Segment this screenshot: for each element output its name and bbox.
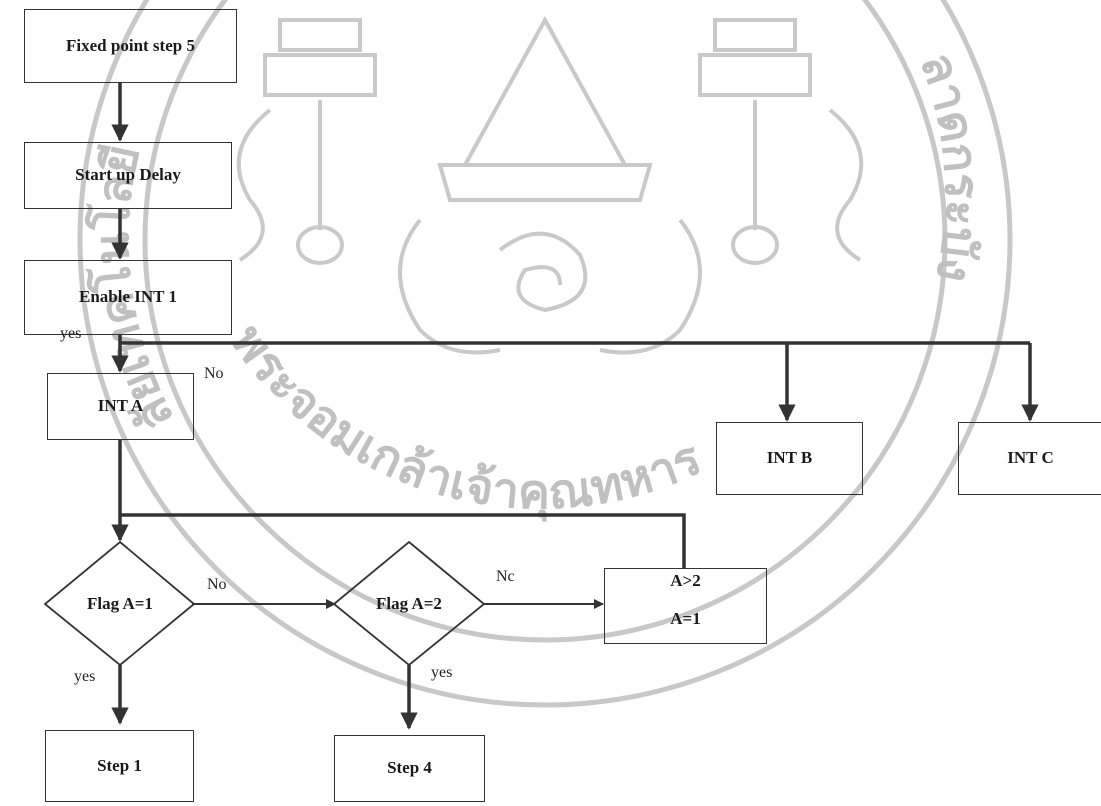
fixed-point-step-box: Fixed point step 5 (24, 9, 237, 83)
flag-a2-diamond (332, 540, 486, 667)
int-a-box: INT A (47, 373, 194, 440)
seal-outer-ring (77, 0, 1013, 708)
int-c-box: INT C (958, 422, 1101, 495)
step4-box: Step 4 (334, 735, 485, 802)
seal-crown-base (437, 163, 653, 202)
flag-a1-label: Flag A=1 (87, 594, 153, 613)
seal-right-scroll (828, 108, 864, 262)
enable-int1-box: Enable INT 1 (24, 260, 232, 335)
yes-label-flag1: yes (74, 668, 96, 685)
seal-emblem-glyph (498, 231, 588, 313)
yes-label-flag2: yes (431, 664, 453, 681)
step1-box: Step 1 (45, 730, 194, 802)
a-gt-2-label: A>2 (670, 571, 701, 590)
a-eq-1-label: A=1 (670, 608, 701, 628)
seal-left-naga (398, 218, 501, 355)
flag-a1-diamond (43, 540, 196, 667)
seal-inner-ring (142, 0, 948, 643)
seal-left-scroll (236, 108, 272, 262)
seal-left-tier-mid (263, 53, 377, 97)
yes-label-enable: yes (60, 325, 82, 342)
seal-right-tier-top (713, 18, 797, 52)
int-b-box: INT B (716, 422, 863, 495)
seal-left-tier-top (278, 18, 362, 52)
no-label-flag1: No (207, 576, 227, 593)
startup-delay-box: Start up Delay (24, 142, 232, 209)
no-label-flag2: Nc (496, 568, 515, 585)
seal-right-tier-mid (698, 53, 812, 97)
no-label-int-a: No (204, 365, 224, 382)
a-compare-box: A>2 A=1 (604, 568, 767, 644)
loop-back-line (120, 513, 686, 568)
flag-a2-label: Flag A=2 (376, 594, 442, 613)
seal-right-naga (599, 218, 702, 355)
